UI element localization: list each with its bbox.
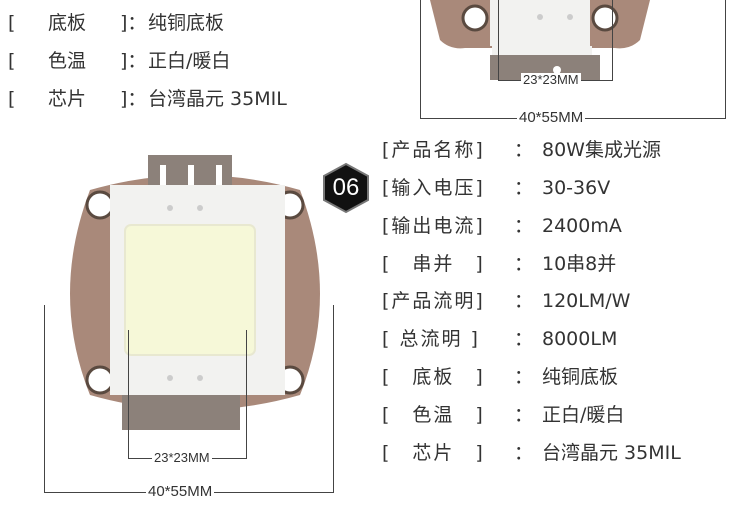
spec-value: 纯铜底板 — [542, 366, 619, 388]
spec-label: [ 串并 ] — [382, 253, 485, 275]
spec-label: [ 底板 ] — [382, 366, 485, 388]
spec-label: [输出电流] — [382, 215, 485, 237]
bracket: [ — [8, 12, 16, 34]
spec-value: 2400mA — [542, 215, 622, 237]
spec-label: 底板 — [48, 12, 87, 34]
spec-value: 台湾晶元 35MIL — [148, 88, 287, 110]
spec-label: 芯片 — [48, 88, 87, 110]
number-badge: 06 — [322, 162, 370, 214]
inner-dimension-label: 23*23MM — [521, 72, 581, 87]
bracket: ]： — [120, 88, 147, 110]
bracket: ]： — [120, 12, 147, 34]
spec-label: [产品流明] — [382, 290, 485, 312]
outer-dimension-label: 40*55MM — [517, 109, 586, 126]
bracket: [ — [8, 50, 16, 72]
outer-dimension-label: 40*55MM — [146, 483, 215, 500]
bracket: [ — [8, 88, 16, 110]
spec-value: 10串8并 — [542, 253, 617, 275]
spec-value: 纯铜底板 — [148, 12, 225, 34]
spec-label: 色温 — [48, 50, 87, 72]
hexagon-icon — [323, 162, 369, 214]
spec-value: 正白/暖白 — [148, 50, 231, 72]
spec-value: 8000LM — [542, 328, 618, 350]
spec-label: [ 总流明 ] — [382, 328, 480, 350]
spec-value: 30-36V — [542, 177, 611, 199]
spec-label: [ 芯片 ] — [382, 442, 485, 464]
led-chip-image — [70, 155, 320, 430]
spec-label: [产品名称] — [382, 139, 485, 161]
badge-number: 06 — [332, 174, 360, 201]
bracket: ]： — [120, 50, 147, 72]
spec-label: [ 色温 ] — [382, 404, 485, 426]
spec-value: 120LM/W — [542, 290, 631, 312]
spec-value: 80W集成光源 — [542, 139, 661, 161]
inner-dimension-label: 23*23MM — [152, 450, 212, 465]
spec-value: 正白/暖白 — [542, 404, 625, 426]
spec-value: 台湾晶元 35MIL — [542, 442, 681, 464]
spec-label: [输入电压] — [382, 177, 485, 199]
top-led-chip-image — [430, 0, 650, 80]
